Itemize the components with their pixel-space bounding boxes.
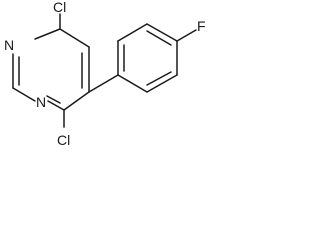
double-bond-c6-n1 — [46, 95, 61, 104]
bond-ph5-ph6 — [146, 74, 178, 93]
atom-label-cl-bottom: Cl — [57, 132, 70, 148]
bond-ph3-ph4 — [146, 23, 178, 42]
bond-c6-n1 — [47, 100, 65, 111]
bond-ph2-ph3 — [117, 23, 148, 42]
atom-label-n-lower: N — [36, 94, 46, 110]
atom-label-n-upper: N — [4, 37, 14, 53]
bond-c5-phenyl — [88, 74, 119, 93]
molecule-structure-diagram: Cl N N Cl F — [4, 0, 206, 148]
atom-label-f: F — [197, 18, 206, 34]
bond-c4-c5-inner — [59, 28, 90, 48]
bond-ph4-f — [176, 29, 197, 42]
atom-label-cl-top: Cl — [53, 0, 66, 15]
bond-n1-c2 — [12, 87, 36, 102]
double-bond-ph5-ph6 — [146, 71, 172, 86]
bond-c5-c6 — [63, 91, 90, 111]
pyrimidine-ring — [12, 28, 90, 111]
bond-n3-c4 — [34, 28, 61, 40]
double-bond-ph3-ph4 — [146, 30, 172, 46]
fluorophenyl-ring — [117, 23, 178, 93]
bond-ph6-ph1 — [117, 74, 148, 93]
